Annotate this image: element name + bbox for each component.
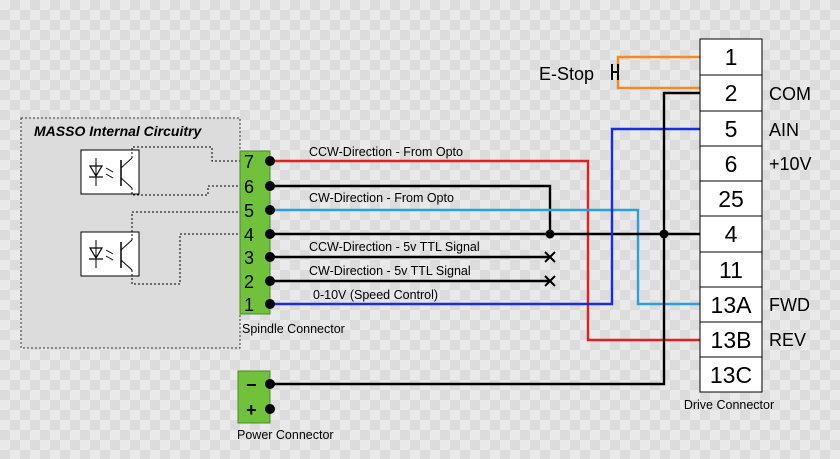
drive-terminal-label: 6 [725, 151, 738, 177]
spindle-pin-label: 2 [244, 272, 254, 292]
wire-label-pin1: 0-10V (Speed Control) [313, 288, 438, 302]
power-pin-terminal [265, 379, 275, 389]
wire-black-pin6 [270, 184, 552, 234]
drive-terminal-label: 4 [725, 221, 738, 247]
spindle-pin-terminal [265, 252, 275, 262]
no-connect-icon [544, 275, 556, 287]
spindle-pin-label: 1 [244, 295, 254, 315]
spindle-pin-terminal [265, 229, 275, 239]
wire-red [270, 159, 700, 342]
drive-terminal-label: 25 [718, 186, 744, 212]
drive-terminal-label: 11 [719, 257, 743, 283]
spindle-pin-label: 7 [244, 152, 254, 172]
spindle-pin-label: 6 [244, 177, 254, 197]
drive-terminal-label: 1 [725, 44, 738, 70]
internal-wiring [131, 146, 245, 285]
internal-box-title: MASSO Internal Circuitry [34, 123, 202, 139]
wire-labels: CCW-Direction - From Opto CW-Direction -… [309, 145, 480, 302]
drive-side-label-rev: REV [769, 330, 806, 350]
opto-isolator-icon [80, 149, 140, 195]
no-connection-markers [544, 251, 556, 287]
drive-terminal-label: 13B [711, 327, 752, 353]
drive-side-label-com: COM [769, 84, 811, 104]
power-pin-label-plus: + [246, 400, 257, 420]
estop-label: E-Stop [539, 64, 594, 84]
spindle-pin-terminal [265, 276, 275, 286]
drive-terminal-label: 13A [711, 292, 753, 318]
wire-orange [616, 55, 700, 90]
internal-circuitry-box: MASSO Internal Circuitry [20, 117, 245, 349]
drive-side-label-10v: +10V [769, 154, 812, 174]
spindle-pin-terminal [265, 205, 275, 215]
power-pin-terminal [265, 404, 275, 414]
drive-connector: 1 2 5 6 25 4 11 13A 13B 13C [699, 38, 763, 393]
wire-blue [270, 127, 700, 306]
wire-label-pin7: CCW-Direction - From Opto [309, 145, 463, 159]
drive-terminal-label: 5 [725, 116, 738, 142]
spindle-pin-label: 4 [244, 225, 254, 245]
spindle-pin-label: 5 [244, 201, 254, 221]
spindle-connector-label: Spindle Connector [242, 322, 345, 336]
drive-terminal-label: 13C [710, 362, 752, 388]
wires [270, 55, 700, 386]
junctions [545, 229, 669, 239]
drive-terminal-label: 2 [725, 80, 738, 106]
estop-switch-icon [611, 64, 619, 80]
drive-side-label-ain: AIN [769, 120, 799, 140]
spindle-pin-terminal [265, 181, 275, 191]
wire-label-pin2: CW-Direction - 5v TTL Signal [309, 264, 471, 278]
power-pin-label-minus: − [246, 375, 257, 395]
no-connect-icon [544, 251, 556, 263]
spindle-pin-label: 3 [244, 248, 254, 268]
wire-label-pin6: CW-Direction - From Opto [309, 191, 454, 205]
spindle-connector: 7 6 5 4 3 2 1 Spindle Connector [239, 150, 345, 336]
wire-label-pin3: CCW-Direction - 5v TTL Signal [309, 240, 480, 254]
spindle-pin-terminal [265, 156, 275, 166]
wire-light-blue [270, 208, 700, 306]
opto-isolator-icon [80, 231, 140, 277]
power-connector: − + Power Connector [237, 370, 334, 442]
drive-side-labels: COM AIN +10V FWD REV [769, 84, 812, 350]
drive-connector-label: Drive Connector [684, 398, 774, 412]
spindle-pin-terminal [265, 299, 275, 309]
drive-side-label-fwd: FWD [769, 295, 810, 315]
power-connector-label: Power Connector [237, 428, 334, 442]
